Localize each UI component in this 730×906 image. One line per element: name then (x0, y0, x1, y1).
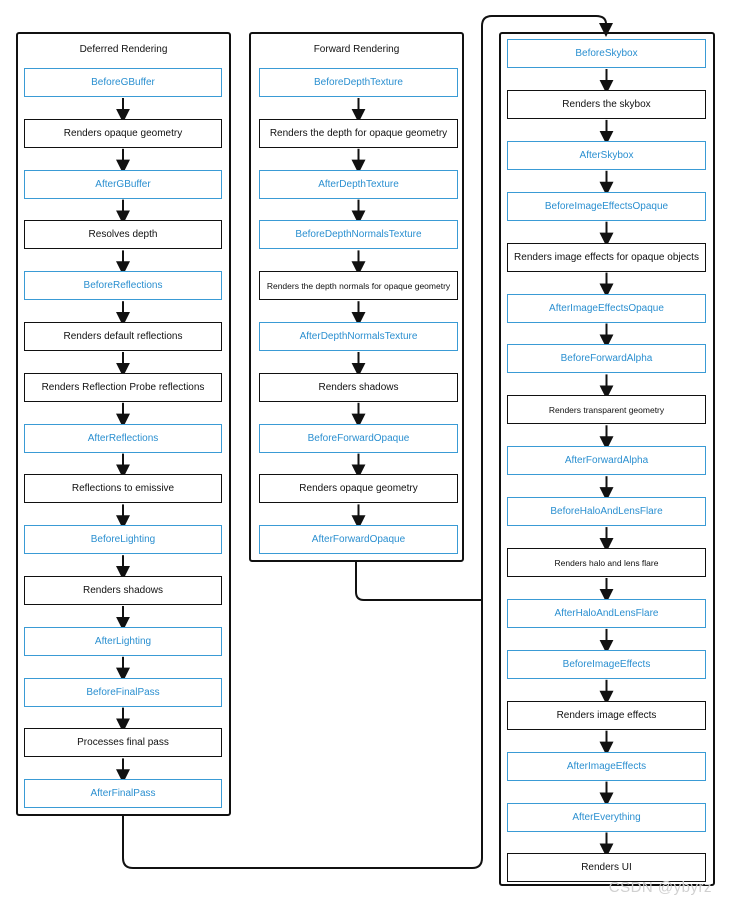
deferred-item-label: BeforeLighting (90, 534, 156, 546)
forward-item-label: Renders the depth normals for opaque geo… (266, 280, 451, 291)
forward-item-label: BeforeDepthTexture (314, 77, 403, 88)
forward-event-box: BeforeDepthNormalsTexture (259, 220, 458, 250)
common-step-box: Renders halo and lens flare (507, 548, 706, 577)
common-item-label: Renders transparent geometry (548, 404, 665, 415)
common-item-label: Renders the skybox (562, 98, 651, 110)
common-event-box: BeforeForwardAlpha (507, 344, 706, 374)
common-item-label: BeforeSkybox (575, 48, 638, 59)
deferred-step-box: Processes final pass (24, 728, 222, 758)
deferred-event-box: BeforeFinalPass (24, 677, 222, 707)
common-item-label: Renders image effects (556, 709, 657, 721)
deferred-step-box: Resolves depth (24, 220, 222, 250)
forward-item-label: BeforeForwardOpaque (307, 432, 410, 444)
forward-event-box: AfterDepthTexture (259, 169, 458, 199)
deferred-event-box: AfterReflections (24, 423, 222, 453)
common-item-label: AfterHaloAndLensFlare (554, 607, 659, 619)
forward-event-box: AfterForwardOpaque (259, 525, 458, 555)
forward-item-label: AfterDepthNormalsTexture (299, 331, 418, 342)
common-step-box: Renders image effects for opaque objects (507, 242, 706, 272)
forward-item-label: AfterDepthTexture (318, 178, 399, 190)
deferred-item-label: AfterReflections (87, 432, 159, 444)
deferred-item-label: Renders Reflection Probe reflections (41, 381, 205, 393)
deferred-step-box: Renders Reflection Probe reflections (24, 372, 222, 402)
common-step-box: Renders the skybox (507, 89, 706, 119)
forward-item-label: BeforeDepthNormalsTexture (295, 229, 422, 241)
forward-item-label: Renders the depth for opaque geometry (269, 127, 448, 139)
deferred-event-box: AfterFinalPass (24, 779, 222, 809)
deferred-item-label: Renders shadows (82, 585, 164, 596)
deferred-step-box: Renders shadows (24, 576, 222, 605)
common-event-box: AfterImageEffectsOpaque (507, 293, 706, 323)
forward-event-box: AfterDepthNormalsTexture (259, 322, 458, 351)
watermark: CSDN @ybyrz (608, 879, 712, 896)
deferred-step-box: Renders default reflections (24, 322, 222, 351)
forward-step-box: Renders opaque geometry (259, 474, 458, 504)
deferred-item-label: BeforeReflections (83, 280, 163, 292)
deferred-item-label: AfterGBuffer (95, 178, 151, 190)
common-step-box: Renders image effects (507, 700, 706, 730)
deferred-event-box: BeforeLighting (24, 525, 222, 555)
forward-step-box: Renders the depth for opaque geometry (259, 118, 458, 148)
common-item-label: Renders UI (581, 862, 632, 874)
forward-item-label: Renders shadows (318, 381, 399, 393)
forward-item-label: Renders opaque geometry (299, 483, 418, 495)
deferred-rendering-title: Deferred Rendering (79, 44, 168, 55)
common-event-box: AfterHaloAndLensFlare (507, 598, 706, 628)
common-item-label: AfterEverything (572, 811, 641, 823)
deferred-item-label: Renders default reflections (63, 331, 183, 342)
forward-step-box: Renders shadows (259, 372, 458, 402)
forward-event-box: BeforeDepthTexture (259, 68, 458, 97)
deferred-item-label: BeforeGBuffer (91, 77, 155, 88)
common-event-box: AfterSkybox (507, 140, 706, 170)
common-item-label: BeforeHaloAndLensFlare (550, 506, 663, 518)
common-item-label: BeforeImageEffectsOpaque (544, 200, 669, 212)
deferred-item-label: AfterFinalPass (90, 788, 156, 800)
common-event-box: AfterForwardAlpha (507, 446, 706, 476)
common-step-box: Renders transparent geometry (507, 395, 706, 425)
deferred-item-label: BeforeFinalPass (86, 686, 160, 698)
common-event-box: BeforeImageEffects (507, 649, 706, 679)
deferred-item-label: Resolves depth (88, 229, 158, 241)
deferred-item-label: Renders opaque geometry (63, 127, 183, 139)
common-item-label: AfterForwardAlpha (564, 455, 649, 467)
deferred-item-label: AfterLighting (94, 635, 152, 647)
deferred-event-box: AfterLighting (24, 626, 222, 656)
deferred-item-label: Reflections to emissive (71, 483, 175, 495)
common-event-box: AfterImageEffects (507, 751, 706, 781)
common-item-label: BeforeImageEffects (562, 658, 651, 670)
common-item-label: AfterImageEffects (566, 760, 647, 772)
common-item-label: Renders image effects for opaque objects (514, 251, 699, 263)
common-item-label: AfterSkybox (579, 149, 634, 161)
forward-rendering-title: Forward Rendering (313, 44, 400, 55)
forward-to-common-connector (355, 562, 482, 601)
common-event-box: BeforeSkybox (507, 39, 706, 68)
forward-event-box: BeforeForwardOpaque (259, 423, 458, 453)
common-item-label: BeforeForwardAlpha (560, 353, 653, 365)
common-item-label: AfterImageEffectsOpaque (549, 302, 664, 314)
deferred-step-box: Reflections to emissive (24, 474, 222, 504)
deferred-event-box: BeforeGBuffer (24, 68, 222, 97)
forward-step-box: Renders the depth normals for opaque geo… (259, 271, 458, 301)
deferred-step-box: Renders opaque geometry (24, 118, 222, 148)
common-step-box: Renders UI (507, 853, 706, 883)
common-item-label: Renders halo and lens flare (554, 557, 659, 568)
deferred-event-box: BeforeReflections (24, 271, 222, 301)
common-event-box: AfterEverything (507, 802, 706, 832)
common-event-box: BeforeHaloAndLensFlare (507, 497, 706, 527)
common-event-box: BeforeImageEffectsOpaque (507, 191, 706, 221)
deferred-item-label: Processes final pass (77, 737, 169, 749)
deferred-event-box: AfterGBuffer (24, 169, 222, 199)
forward-item-label: AfterForwardOpaque (311, 534, 406, 546)
